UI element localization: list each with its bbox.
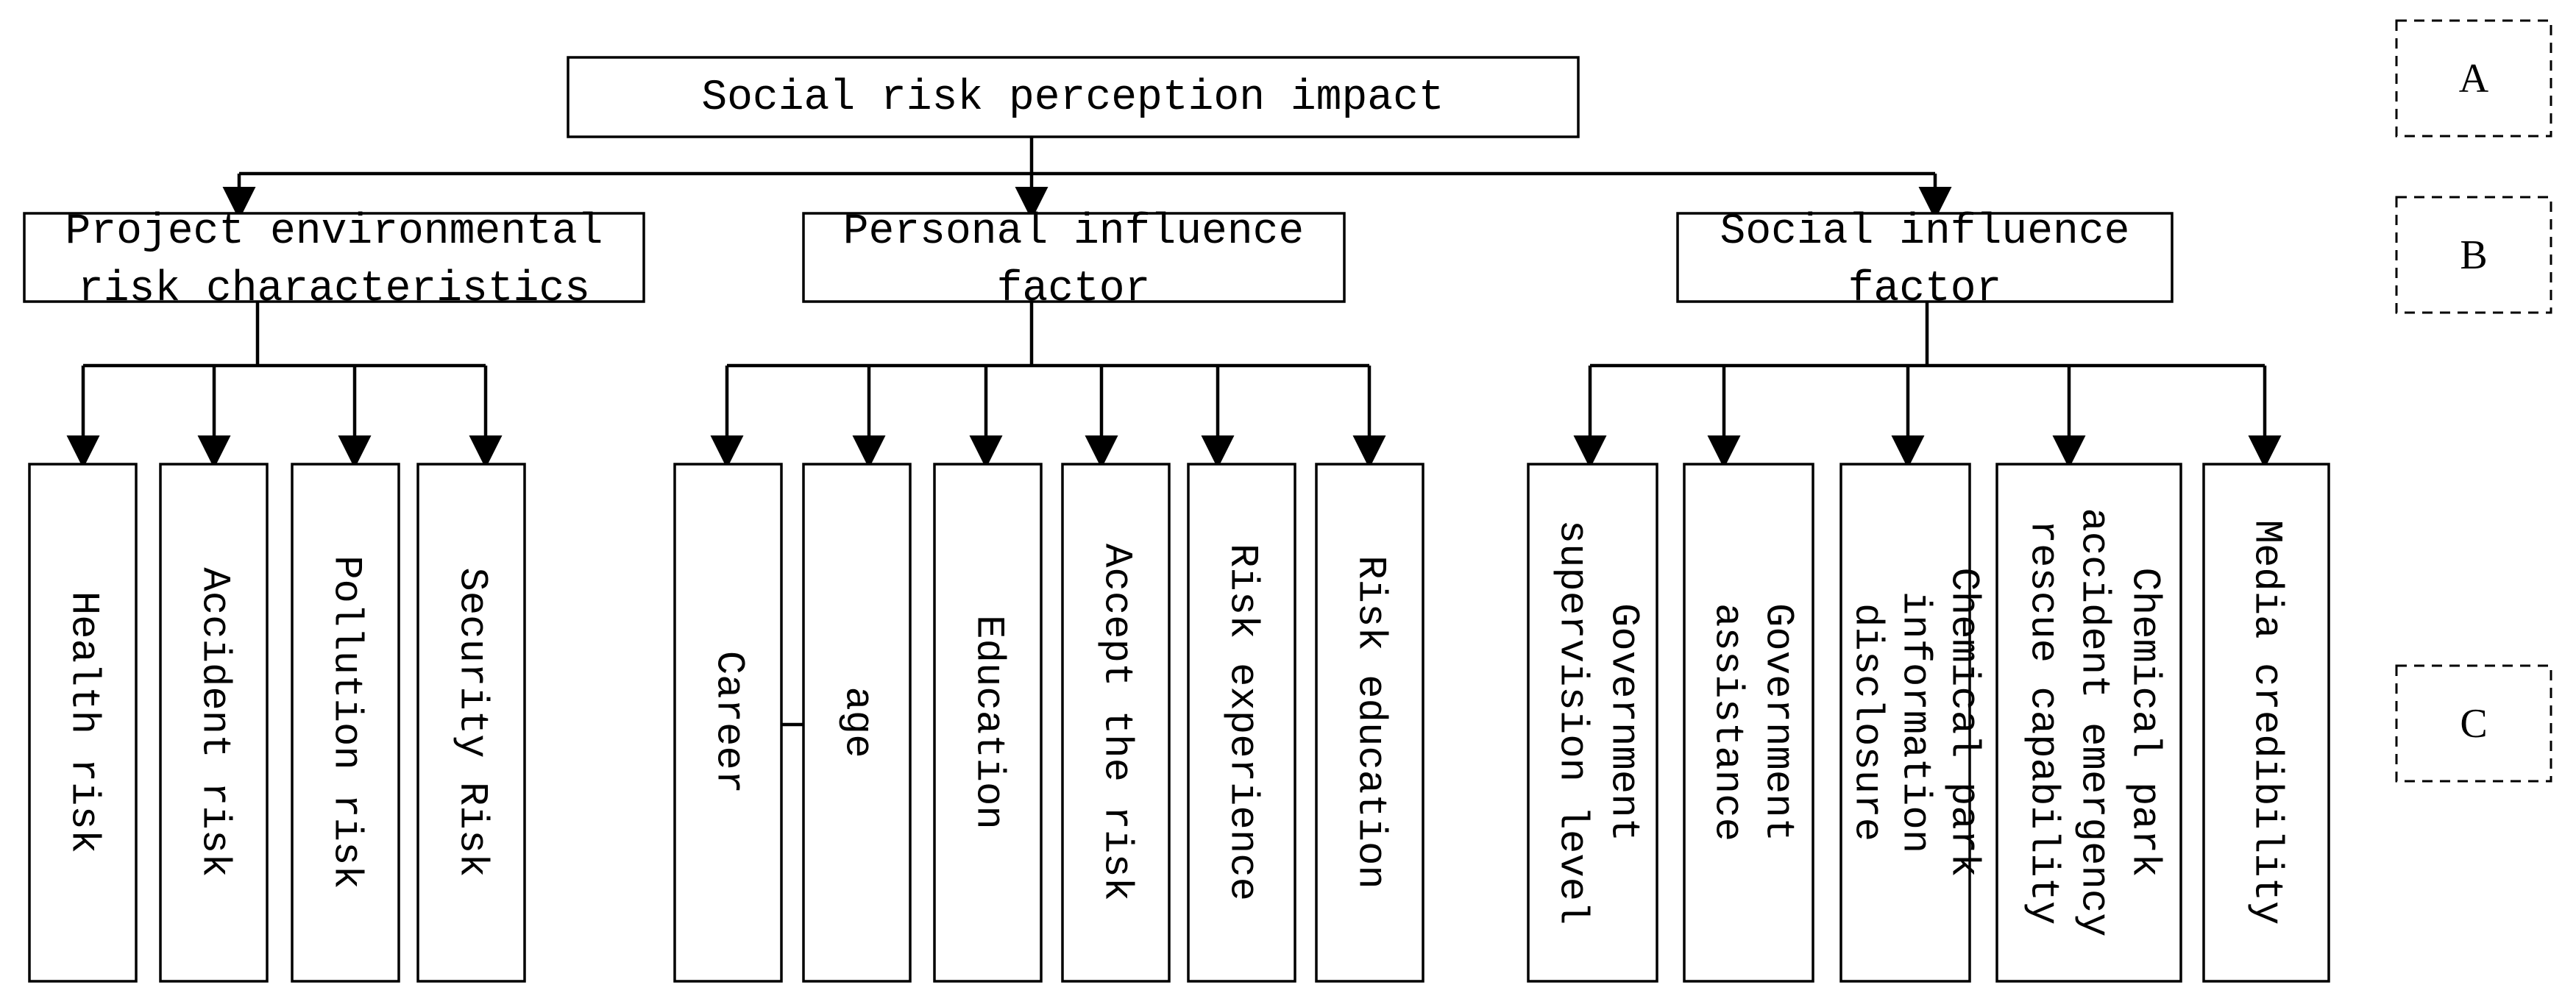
leaf-label: Media credibility xyxy=(2244,520,2289,925)
group-2-label-line-1: Personal influence xyxy=(843,208,1305,256)
leaf-health-risk: Health risk xyxy=(28,463,138,983)
leaf-label-line-2: accident emergency xyxy=(2071,508,2116,936)
leaf-chemical-park-information-disclosure: Chemical park information disclosure xyxy=(1839,463,1986,983)
leaf-pollution-risk: Pollution risk xyxy=(291,463,400,983)
group-node-3: Social influence factor xyxy=(1676,208,2174,313)
leaf-label-line-1: Government xyxy=(1601,603,1646,841)
leaf-label: Security Risk xyxy=(450,567,494,877)
leaf-label-line-2: assistance xyxy=(1705,603,1750,841)
leaf-government-assistance: Government assistance xyxy=(1683,463,1814,983)
leaf-media-credibility: Media credibility xyxy=(2202,463,2330,983)
leaf-label: Pollution risk xyxy=(324,555,369,889)
leaf-label-line-3: rescue capability xyxy=(2020,520,2065,925)
level-tag-a-label: A xyxy=(2459,56,2489,102)
connectors xyxy=(66,137,2282,727)
group-2-label-line-2: factor xyxy=(997,266,1151,313)
group-node-2: Personal influence factor xyxy=(802,208,1346,313)
level-tag-c-label: C xyxy=(2460,701,2487,747)
group-1-label-line-2: risk characteristics xyxy=(78,266,590,313)
group-node-1: Project environmental risk characteristi… xyxy=(23,208,645,313)
leaf-label-line-1: Government xyxy=(1756,603,1800,841)
leaf-label: Risk experience xyxy=(1220,544,1265,901)
leaf-label: Accept the risk xyxy=(1094,544,1139,901)
group-3-label-line-1: Social influence xyxy=(1720,208,2130,256)
leaf-label-line-2: supervision level xyxy=(1550,520,1594,925)
leaf-risk-experience: Risk experience xyxy=(1187,463,1296,983)
leaf-label: Health risk xyxy=(61,591,106,853)
leaf-age: age xyxy=(802,463,912,983)
root-node: Social risk perception impact xyxy=(567,56,1580,138)
leaf-label: Risk education xyxy=(1348,555,1393,889)
leaf-accept-the-risk: Accept the risk xyxy=(1061,463,1171,983)
leaf-label-line-2: information xyxy=(1892,591,1937,853)
leaf-risk-education: Risk education xyxy=(1315,463,1424,983)
level-tag-a: A xyxy=(2395,19,2552,138)
leaf-security-risk: Security Risk xyxy=(416,463,526,983)
leaf-career: Career xyxy=(673,463,783,983)
leaf-label-line-1: Chemical park xyxy=(1941,567,1986,877)
group-1-label-line-1: Project environmental xyxy=(65,208,603,256)
leaf-accident-risk: Accident risk xyxy=(159,463,269,983)
leaf-label: Accident risk xyxy=(192,567,237,877)
leaf-label-line-3: disclosure xyxy=(1845,603,1890,841)
level-tag-c: C xyxy=(2395,664,2552,783)
leaf-government-supervision-level: Government supervision level xyxy=(1527,463,1658,983)
leaf-education: Education xyxy=(933,463,1043,983)
leaf-label: age xyxy=(835,686,880,758)
root-label: Social risk perception impact xyxy=(701,74,1444,122)
leaf-nodes: Health risk Accident risk Pollution risk… xyxy=(28,463,2330,983)
leaf-chemical-park-rescue-capability: Chemical park accident emergency rescue … xyxy=(1995,463,2182,983)
group-3-label-line-2: factor xyxy=(1848,266,2002,313)
leaf-label: Education xyxy=(966,615,1011,830)
level-tag-b: B xyxy=(2395,196,2552,314)
leaf-label-line-1: Chemical park xyxy=(2122,567,2167,877)
level-tag-b-label: B xyxy=(2460,232,2487,278)
leaf-label: Career xyxy=(706,651,751,794)
